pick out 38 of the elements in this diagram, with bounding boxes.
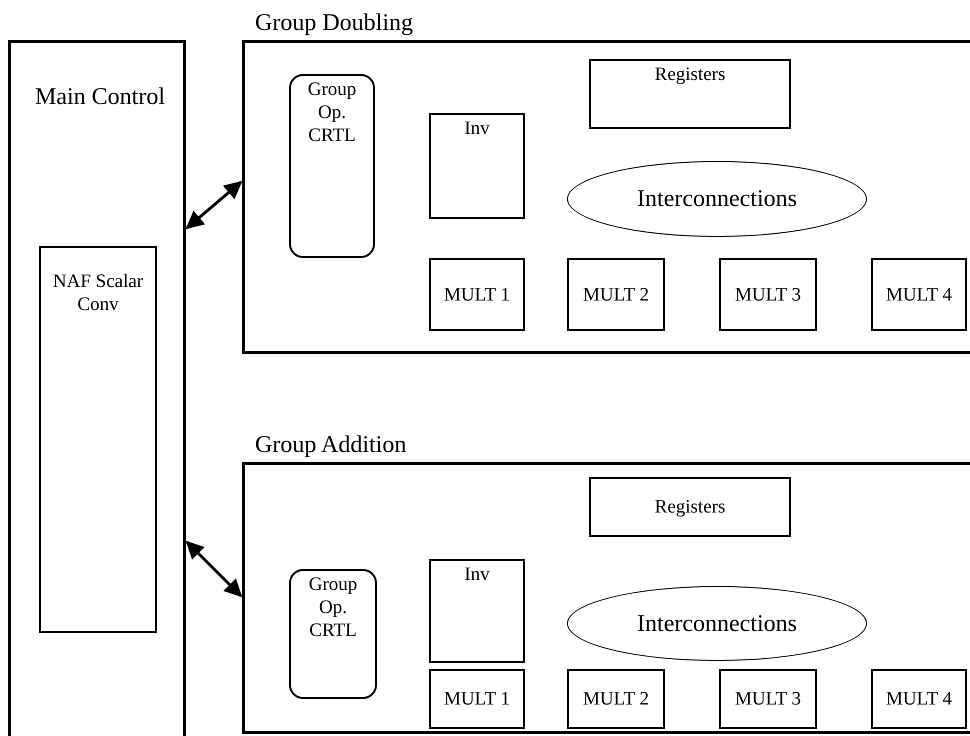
block-title: Main Control <box>35 83 166 111</box>
unit-label: Registers <box>654 63 726 86</box>
unit-label: MULT 2 <box>582 283 650 306</box>
control-box <box>289 569 377 699</box>
control-box <box>289 74 375 258</box>
unit-label: MULT 3 <box>734 688 802 710</box>
unit-label: Registers <box>654 496 726 518</box>
unit-label: Group Op. CRTL <box>306 78 358 147</box>
unit-label: MULT 3 <box>734 283 802 306</box>
unit-label: Interconnections <box>636 185 798 213</box>
unit-box <box>429 258 525 331</box>
unit-label: MULT 1 <box>443 283 511 306</box>
unit-label: NAF Scalar Conv <box>52 270 144 316</box>
unit-box <box>429 113 525 219</box>
unit-box <box>429 559 525 663</box>
unit-label: Inv <box>463 563 491 586</box>
unit-box <box>567 669 665 729</box>
unit-label: Inv <box>463 117 491 140</box>
unit-box <box>589 477 791 537</box>
unit-box <box>719 258 817 331</box>
double-arrow <box>186 540 242 598</box>
unit-label: MULT 4 <box>885 283 953 306</box>
block-title: Group Addition <box>255 431 406 459</box>
block-title: Group Doubling <box>255 9 413 37</box>
unit-box <box>719 669 817 729</box>
block-frame <box>8 40 186 736</box>
unit-label: Interconnections <box>636 610 798 638</box>
unit-label: MULT 1 <box>443 688 511 710</box>
unit-label: MULT 4 <box>885 688 953 710</box>
unit-label: MULT 2 <box>582 688 650 710</box>
unit-box <box>429 669 525 729</box>
double-arrow <box>186 180 242 230</box>
inner-block <box>39 246 157 633</box>
unit-label: Group Op. CRTL <box>308 573 358 642</box>
unit-box <box>567 258 665 331</box>
unit-box <box>871 258 967 331</box>
unit-box <box>589 59 791 129</box>
unit-box <box>871 669 967 729</box>
